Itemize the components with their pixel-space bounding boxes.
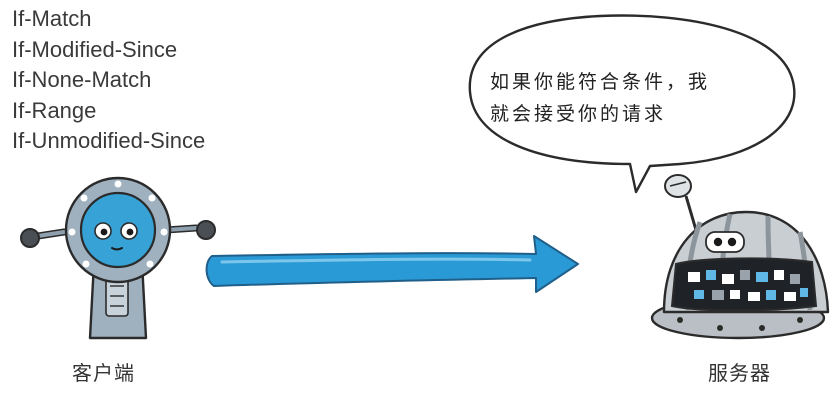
client-label: 客户端 bbox=[72, 361, 135, 385]
server-robot bbox=[650, 174, 830, 340]
header-item: If-Match bbox=[12, 6, 92, 31]
client-robot bbox=[20, 176, 216, 340]
header-item: If-None-Match bbox=[12, 67, 152, 92]
speech-bubble-text: 如果你能符合条件，我 就会接受你的请求 bbox=[490, 66, 750, 130]
header-item: If-Modified-Since bbox=[12, 36, 178, 62]
conditional-header-list: If-Match If-Modified-Since If-None-Match… bbox=[12, 4, 205, 157]
request-arrow bbox=[205, 235, 579, 293]
header-item: If-Unmodified-Since bbox=[12, 128, 206, 153]
header-item: If-Range bbox=[12, 97, 97, 123]
speech-line: 就会接受你的请求 bbox=[490, 103, 667, 125]
server-label: 服务器 bbox=[708, 361, 771, 385]
speech-bubble bbox=[468, 14, 796, 194]
speech-line: 如果你能符合条件，我 bbox=[490, 71, 711, 93]
